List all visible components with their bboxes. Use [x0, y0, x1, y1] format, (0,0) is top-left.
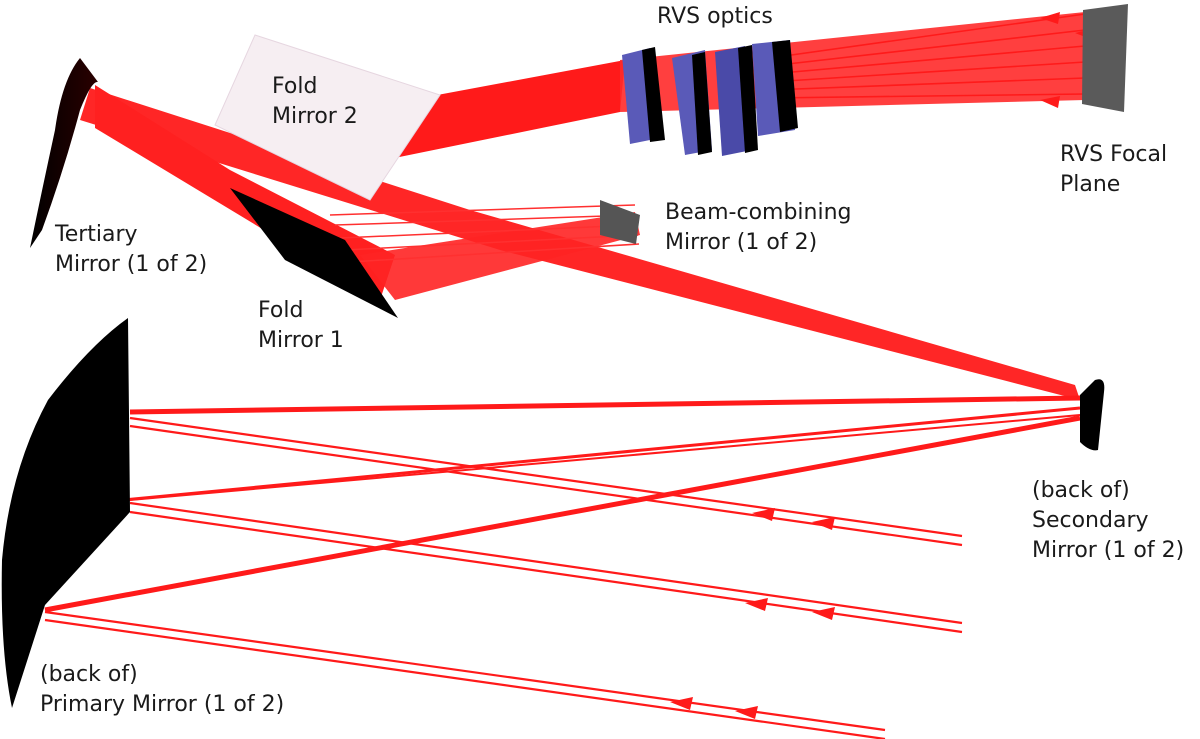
rvs-focal-plane-label-line: RVS Focal	[1060, 142, 1168, 167]
tertiary-mirror-label: Tertiary Mirror (1 of 2)	[55, 220, 207, 280]
beam-combining-mirror-label: Beam-combining Mirror (1 of 2)	[665, 198, 852, 258]
arrowhead	[1040, 12, 1060, 24]
incoming-ray	[129, 424, 963, 547]
incoming-ray	[44, 618, 886, 739]
rvs-ray	[769, 13, 1086, 59]
incoming-ray	[129, 501, 963, 625]
fan-ray	[344, 234, 639, 251]
rvs-rays	[769, 13, 1086, 99]
arrowhead	[1040, 96, 1060, 108]
fan-ray	[334, 214, 637, 226]
secondary-mirror-shape	[1080, 379, 1105, 451]
rvs-focal-plane-label-line: Plane	[1060, 172, 1121, 197]
fold-mirror-1-label-line: Mirror 1	[258, 328, 344, 353]
arrowhead	[812, 517, 835, 530]
rvs-lens	[738, 45, 758, 153]
rvs-focal-plane-detector	[1082, 4, 1128, 112]
fold-mirror-1-label-line: Fold	[258, 298, 304, 323]
primary-to-secondary-beams	[39, 395, 1081, 613]
tertiary-mirror-label-line: Tertiary	[55, 222, 138, 247]
secondary-mirror-label-line: Mirror (1 of 2)	[1032, 538, 1185, 563]
fold-mirror-1-label: Fold Mirror 1	[258, 296, 344, 356]
rvs-lens	[692, 52, 712, 155]
primary-mirror-shape	[1, 318, 131, 708]
rvs-optics-elements	[622, 40, 798, 156]
rvs-ray	[769, 45, 1086, 75]
secondary-mirror-label-line: (back of)	[1032, 478, 1130, 503]
primary-mirror-label-line: Primary Mirror (1 of 2)	[40, 692, 285, 717]
reflected-ray	[129, 414, 1081, 501]
fold-mirror-2-label: Fold Mirror 2	[272, 72, 358, 132]
rvs-lens	[772, 40, 798, 132]
arrowhead	[735, 706, 758, 719]
rvs-ray	[769, 77, 1086, 91]
incoming-ray	[129, 416, 963, 538]
primary-mirror-label-line: (back of)	[40, 662, 138, 687]
incoming-rays	[44, 416, 963, 739]
beam-combining-mirror-shape	[600, 200, 640, 244]
fan-ray	[349, 243, 640, 263]
rvs-optics-label: RVS optics	[657, 2, 773, 32]
rvs-focal-plane-label: RVS Focal Plane	[1060, 140, 1167, 200]
tertiary-mirror-shape	[30, 58, 98, 248]
primary-mirror-label: (back of) Primary Mirror (1 of 2)	[40, 660, 284, 720]
fold-mirror-2-label-line: Mirror 2	[272, 104, 358, 129]
reflected-ray	[129, 395, 1081, 415]
fan-ray	[339, 224, 638, 239]
arrowhead	[752, 508, 775, 521]
rvs-ray	[769, 61, 1086, 83]
fold-mirror-1-shape	[230, 188, 398, 318]
rvs-ray	[769, 93, 1086, 99]
arrowhead	[670, 697, 693, 710]
incoming-arrows	[670, 508, 835, 719]
rvs-optics-label-text: RVS optics	[657, 4, 773, 29]
rvs-ray	[769, 29, 1086, 67]
tertiary-mirror-label-line: Mirror (1 of 2)	[55, 252, 208, 277]
fan-ray	[329, 204, 636, 216]
reflected-ray	[39, 406, 1081, 510]
secondary-mirror-label-line: Secondary	[1032, 508, 1149, 533]
arrowhead	[745, 598, 768, 611]
fold-mirror-2-label-line: Fold	[272, 74, 318, 99]
reflected-ray	[44, 415, 1081, 613]
beam-combining-mirror-label-line: Mirror (1 of 2)	[665, 230, 818, 255]
arrowhead	[812, 607, 835, 620]
fold-mirror-2-face	[214, 34, 441, 201]
combiner-fan-rays	[329, 204, 640, 263]
secondary-mirror-label: (back of) Secondary Mirror (1 of 2)	[1032, 476, 1184, 566]
rvs-lens	[642, 47, 665, 142]
beam-combining-mirror-label-line: Beam-combining	[665, 200, 852, 225]
fold1-to-combiner-beam	[360, 212, 640, 300]
